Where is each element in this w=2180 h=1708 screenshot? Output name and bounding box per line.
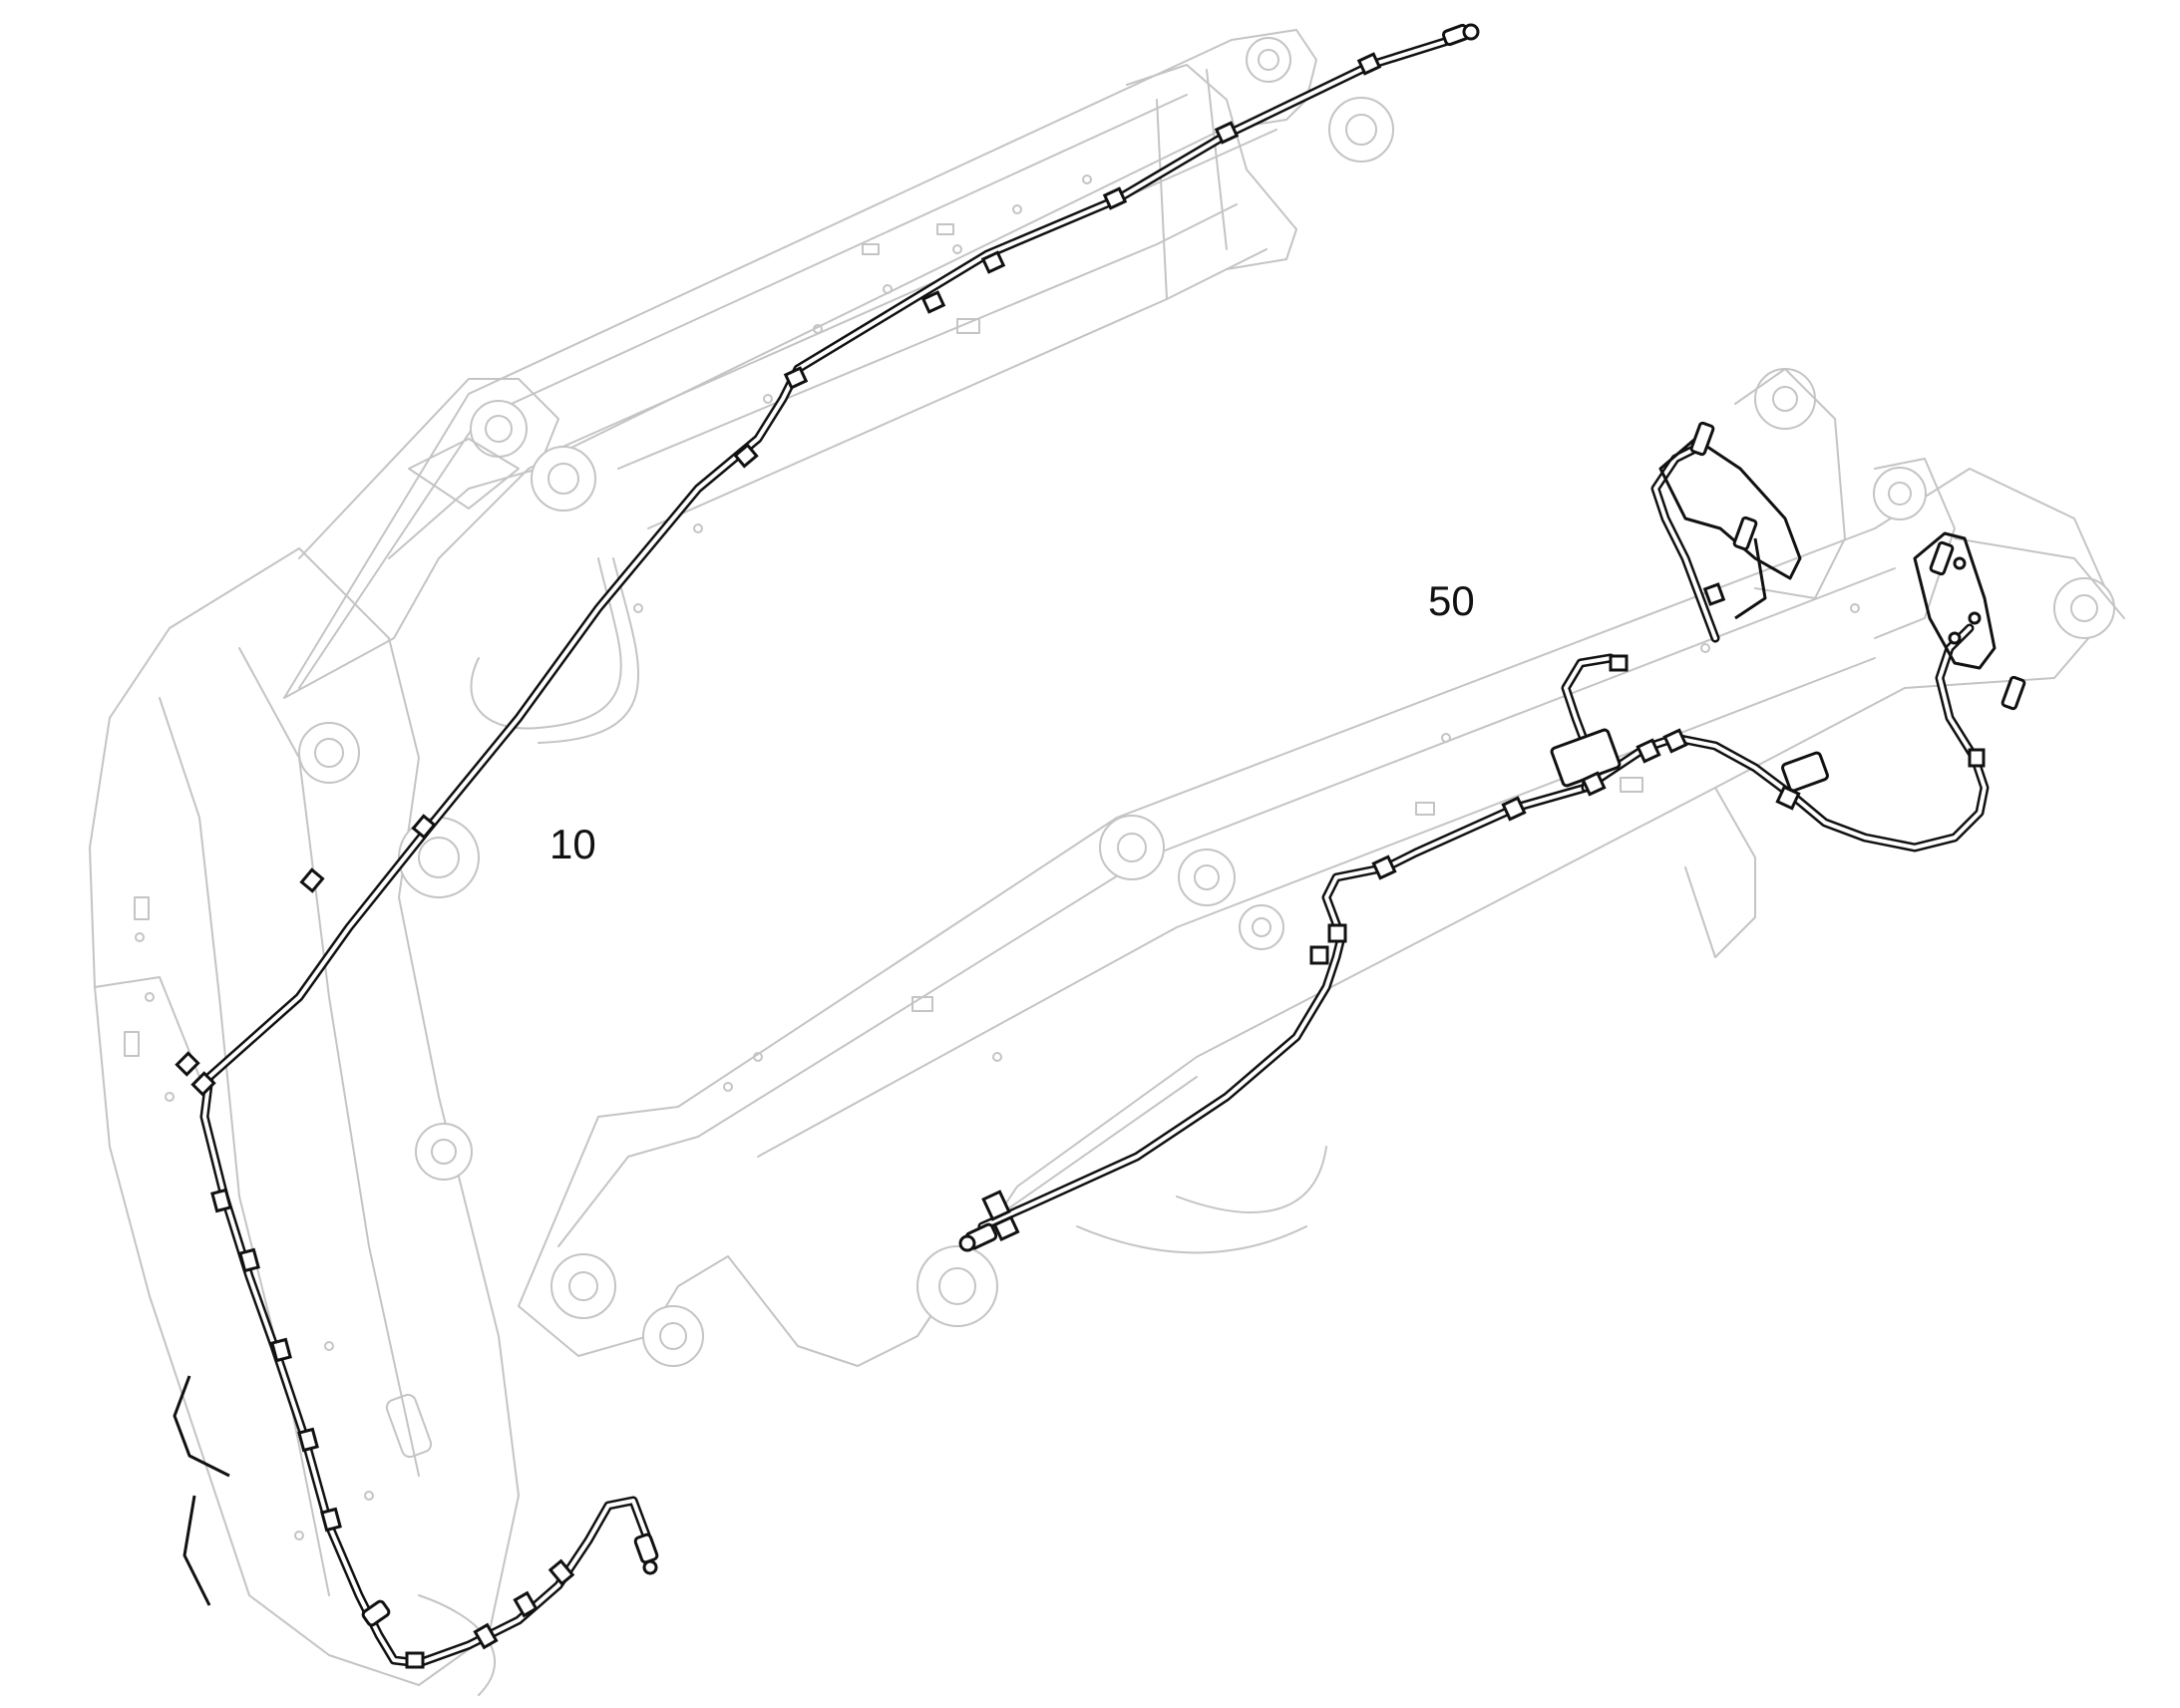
boom-hose-clamps [175,52,1382,1669]
callout-label-50: 50 [1428,577,1475,624]
arm-hose-clamps [981,582,1986,1242]
arm-brackets [1550,437,1997,793]
boom-hose-line [173,35,1456,1668]
boom-hose-fittings [361,23,1480,1627]
boom-ghost-outline [89,29,1394,1696]
arm-hose-fittings [958,421,2026,1252]
arm-ghost-outline [518,368,2125,1367]
callout-label-10: 10 [549,821,596,867]
